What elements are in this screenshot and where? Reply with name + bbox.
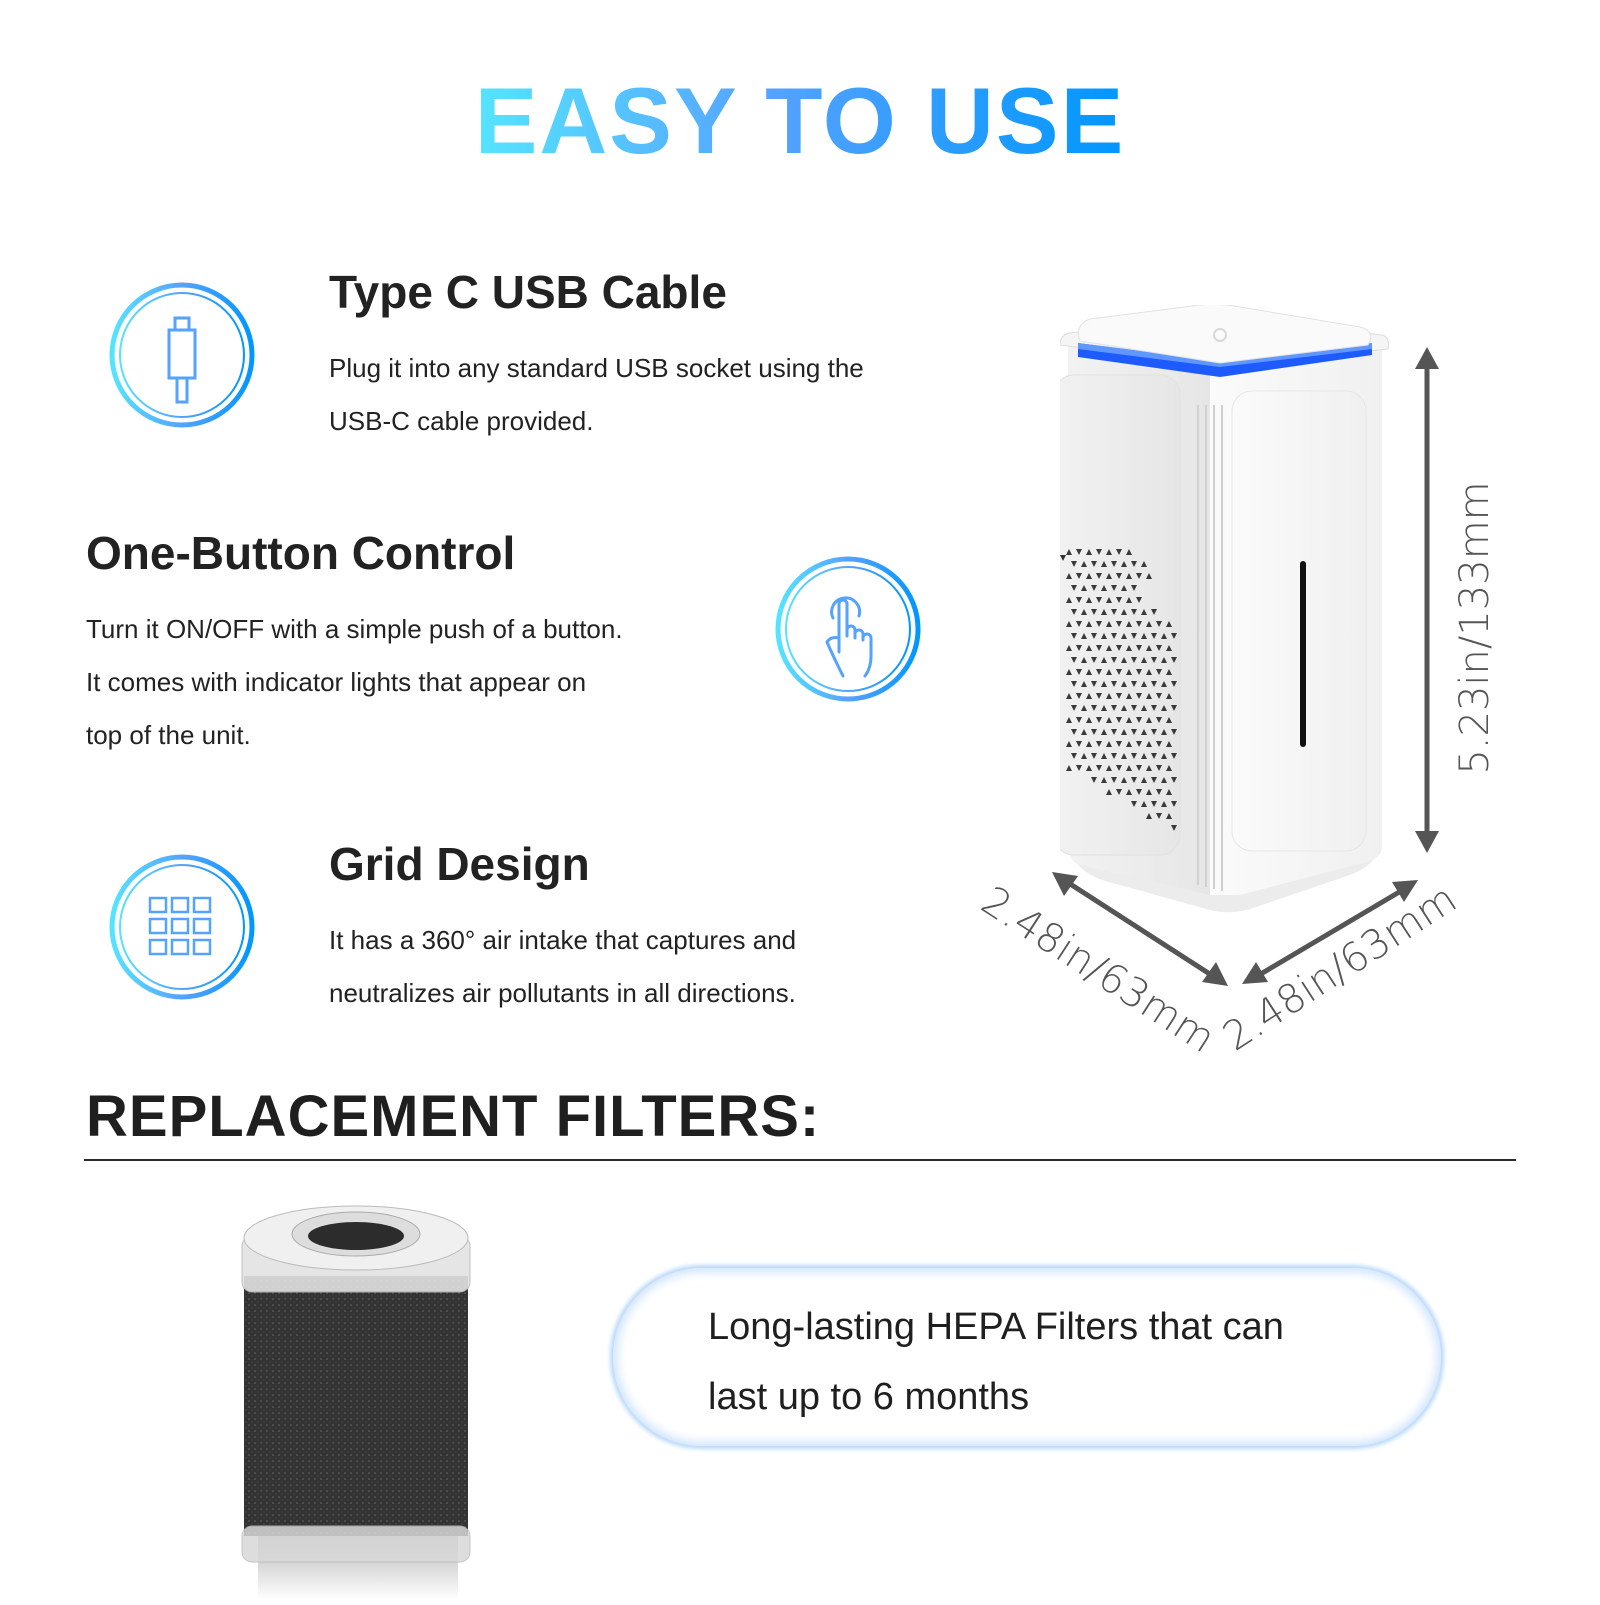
filter-info-text: Long-lasting HEPA Filters that can last … bbox=[708, 1292, 1284, 1432]
feature-title-grid: Grid Design bbox=[329, 838, 590, 890]
feature-line: Plug it into any standard USB socket usi… bbox=[329, 353, 864, 383]
filter-info-line: last up to 6 months bbox=[708, 1376, 1030, 1418]
feature-body-button: Turn it ON/OFF with a simple push of a b… bbox=[86, 603, 623, 762]
page-title: EASY TO USE bbox=[0, 66, 1600, 176]
finger-press-icon bbox=[775, 556, 921, 702]
filter-info-line: Long-lasting HEPA Filters that can bbox=[708, 1306, 1284, 1348]
air-purifier-image bbox=[1053, 303, 1400, 925]
feature-line: neutralizes air pollutants in all direct… bbox=[329, 978, 796, 1008]
grid-icon bbox=[109, 854, 255, 1000]
height-arrow bbox=[1415, 347, 1439, 853]
feature-line: top of the unit. bbox=[86, 720, 251, 750]
feature-title-button: One-Button Control bbox=[86, 527, 516, 579]
hepa-filter-image bbox=[236, 1196, 476, 1600]
page-title-text: EASY TO USE bbox=[474, 68, 1126, 173]
feature-line: Turn it ON/OFF with a simple push of a b… bbox=[86, 614, 623, 644]
feature-line: It has a 360° air intake that captures a… bbox=[329, 925, 797, 955]
depth-arrow bbox=[1052, 872, 1228, 986]
feature-body-usb: Plug it into any standard USB socket usi… bbox=[329, 342, 864, 448]
height-label: 5.23in/133mm bbox=[1452, 481, 1498, 775]
section-title: REPLACEMENT FILTERS: bbox=[86, 1084, 821, 1149]
width-arrow bbox=[1242, 880, 1418, 984]
feature-line: It comes with indicator lights that appe… bbox=[86, 667, 587, 697]
feature-title-usb: Type C USB Cable bbox=[329, 266, 727, 318]
usb-c-cable-icon bbox=[109, 282, 255, 428]
filter-info-pill bbox=[613, 1268, 1441, 1446]
section-divider bbox=[84, 1159, 1516, 1161]
feature-body-grid: It has a 360° air intake that captures a… bbox=[329, 914, 796, 1020]
feature-line: USB-C cable provided. bbox=[329, 406, 594, 436]
